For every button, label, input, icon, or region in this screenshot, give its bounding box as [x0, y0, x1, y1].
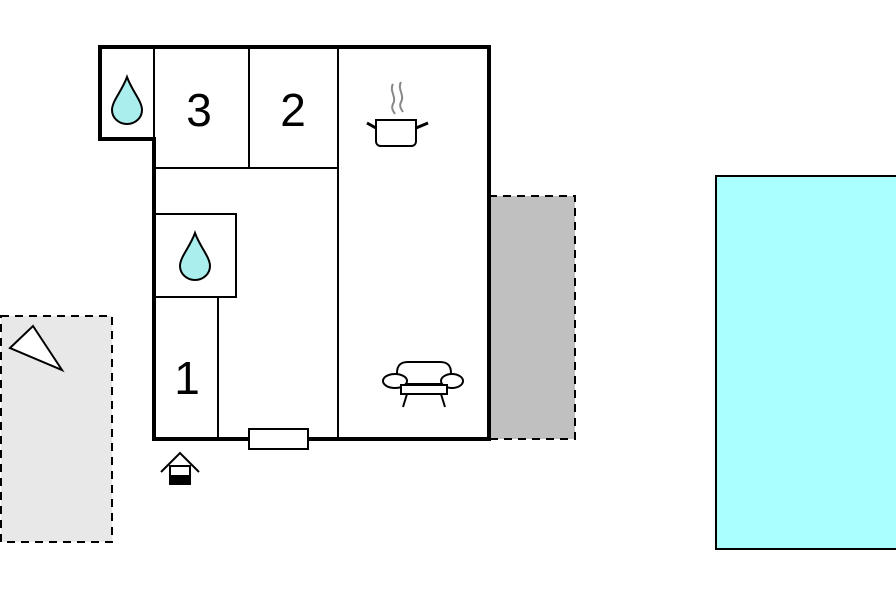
room-number-2: 2: [280, 84, 306, 136]
bathroom-2-walls: [153, 213, 237, 298]
sunlounger-icon: [8, 324, 65, 373]
room-number-1: 1: [174, 352, 200, 404]
sofa-icon: [382, 361, 464, 408]
terrace-area: [488, 195, 576, 440]
room-number-3: 3: [186, 84, 212, 136]
house: [98, 45, 491, 450]
garden-area: [0, 315, 113, 543]
water-drop-icon: [110, 74, 144, 126]
window: [248, 428, 309, 450]
entrance-house-icon: [160, 451, 200, 485]
cooking-pot-icon: [366, 81, 429, 147]
outer-walls: [98, 45, 491, 441]
water-drop-icon: [178, 230, 212, 282]
pool: [715, 175, 896, 550]
